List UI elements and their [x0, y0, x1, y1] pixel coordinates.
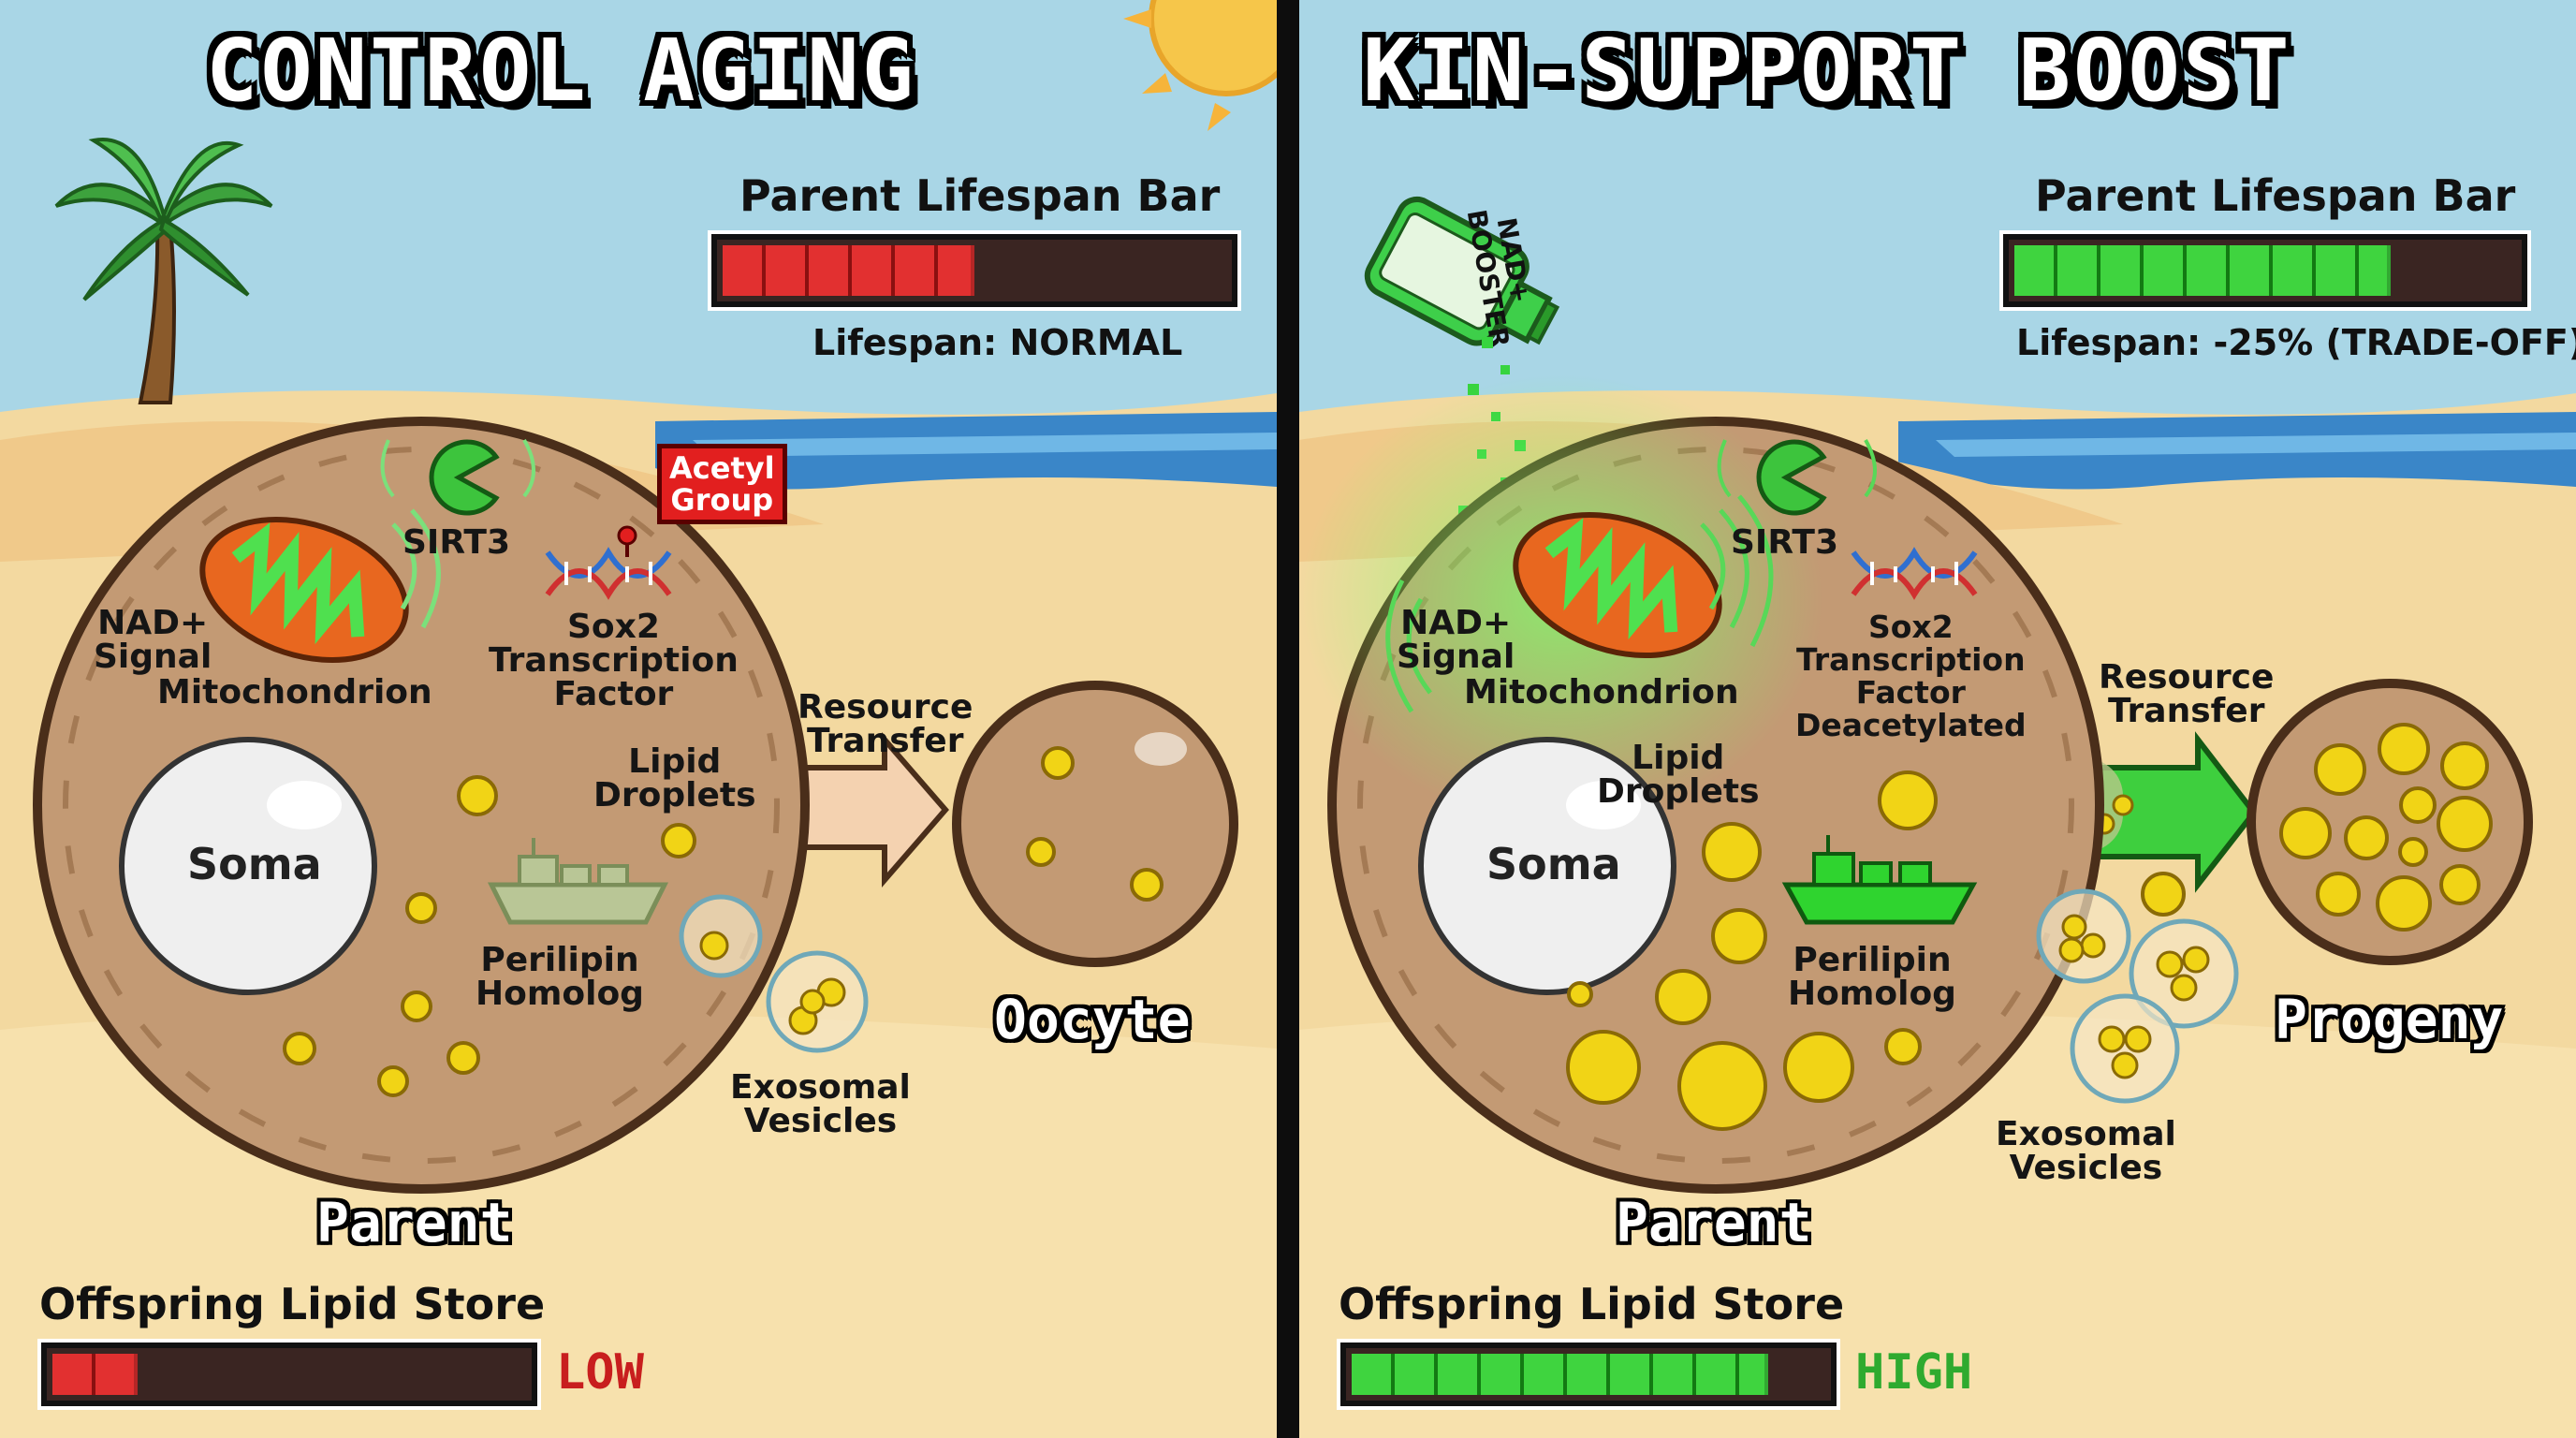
- soma-label: Soma: [1486, 839, 1621, 889]
- sox2-label: Sox2 Transcription Factor Deacetylated: [1795, 609, 2027, 743]
- lifespan-bar-fill: [723, 245, 974, 296]
- exosomal-vesicles-label: Exosomal Vesicles: [730, 1068, 911, 1140]
- lifespan-bar: [708, 230, 1241, 311]
- offspring-store-title: Offspring Lipid Store: [39, 1279, 546, 1329]
- lipid-droplets-label: Lipid Droplets: [593, 742, 756, 814]
- palm-tree-icon: [54, 138, 273, 404]
- parent-cell-diagram: [33, 417, 1238, 1194]
- parent-cell-diagram: [1299, 337, 2533, 1194]
- sirt3-enzyme: [429, 439, 500, 516]
- oocyte: [952, 681, 1238, 967]
- lifespan-caption: Lifespan: -25% (TRADE-OFF): [2016, 322, 2576, 363]
- panel-kin-support-boost: KIN-SUPPORT BOOST NAD+ BOOSTER Parent Li…: [1299, 0, 2576, 1438]
- panel-divider: [1277, 0, 1299, 1438]
- nad-signal-label: NAD+ Signal: [94, 604, 212, 676]
- panel-title: CONTROL AGING: [206, 21, 917, 121]
- nad-booster-bottle-icon: NAD+ BOOSTER: [1350, 178, 1565, 365]
- oocyte-label: Oocyte: [994, 988, 1191, 1051]
- offspring-store-bar: [1337, 1339, 1840, 1410]
- exosomal-vesicles: [2036, 872, 2239, 1104]
- resource-transfer-label: Resource Transfer: [798, 688, 973, 760]
- lifespan-bar-title: Parent Lifespan Bar: [739, 170, 1221, 221]
- sox2-dna: [1851, 547, 1978, 600]
- sox2-dna: [545, 547, 672, 600]
- sirt3-label: SIRT3: [1731, 523, 1839, 562]
- offspring-store-title: Offspring Lipid Store: [1339, 1279, 1845, 1329]
- parent-label: Parent: [1616, 1191, 1812, 1255]
- progeny-label: Progeny: [2275, 988, 2504, 1051]
- lifespan-caption: Lifespan: NORMAL: [812, 322, 1183, 363]
- mitochondrion-label: Mitochondrion: [157, 673, 432, 712]
- lipid-droplets-label: Lipid Droplets: [1597, 739, 1760, 811]
- lifespan-bar-fill: [2014, 245, 2391, 296]
- lifespan-bar-title: Parent Lifespan Bar: [2035, 170, 2516, 221]
- lipid-droplets: [283, 775, 696, 1097]
- sirt3-enzyme: [1756, 439, 1827, 516]
- perilipin-label: Perilipin Homolog: [476, 941, 644, 1013]
- lifespan-bar: [1999, 230, 2531, 311]
- nad-signal-label: NAD+ Signal: [1397, 604, 1515, 676]
- offspring-store-fill: [52, 1354, 139, 1395]
- perilipin-ship: [1781, 835, 1978, 925]
- sirt3-label: SIRT3: [402, 523, 511, 562]
- sox2-label: Sox2 Transcription Factor: [489, 608, 739, 713]
- offspring-store-bar: [37, 1339, 541, 1410]
- perilipin-label: Perilipin Homolog: [1788, 941, 1956, 1013]
- acetyl-group-tag: Acetyl Group: [657, 444, 787, 524]
- offspring-store-level: LOW: [556, 1344, 644, 1401]
- exosomal-vesicles-label: Exosomal Vesicles: [1996, 1115, 2176, 1187]
- exosomal-vesicles: [679, 894, 869, 1053]
- perilipin-ship: [487, 838, 669, 925]
- panel-title: KIN-SUPPORT BOOST: [1363, 21, 2292, 121]
- panel-control-aging: CONTROL AGING Parent Lifespan Bar Lifesp…: [0, 0, 1277, 1438]
- resource-transfer-label: Resource Transfer: [2099, 658, 2275, 730]
- offspring-store-level: HIGH: [1855, 1344, 1973, 1401]
- sun-icon: [1123, 0, 1277, 131]
- offspring-store-fill: [1352, 1354, 1769, 1395]
- lipid-droplets: [1566, 770, 1938, 1131]
- soma-label: Soma: [187, 839, 322, 889]
- mitochondrion-label: Mitochondrion: [1464, 673, 1739, 712]
- parent-label: Parent: [316, 1191, 513, 1255]
